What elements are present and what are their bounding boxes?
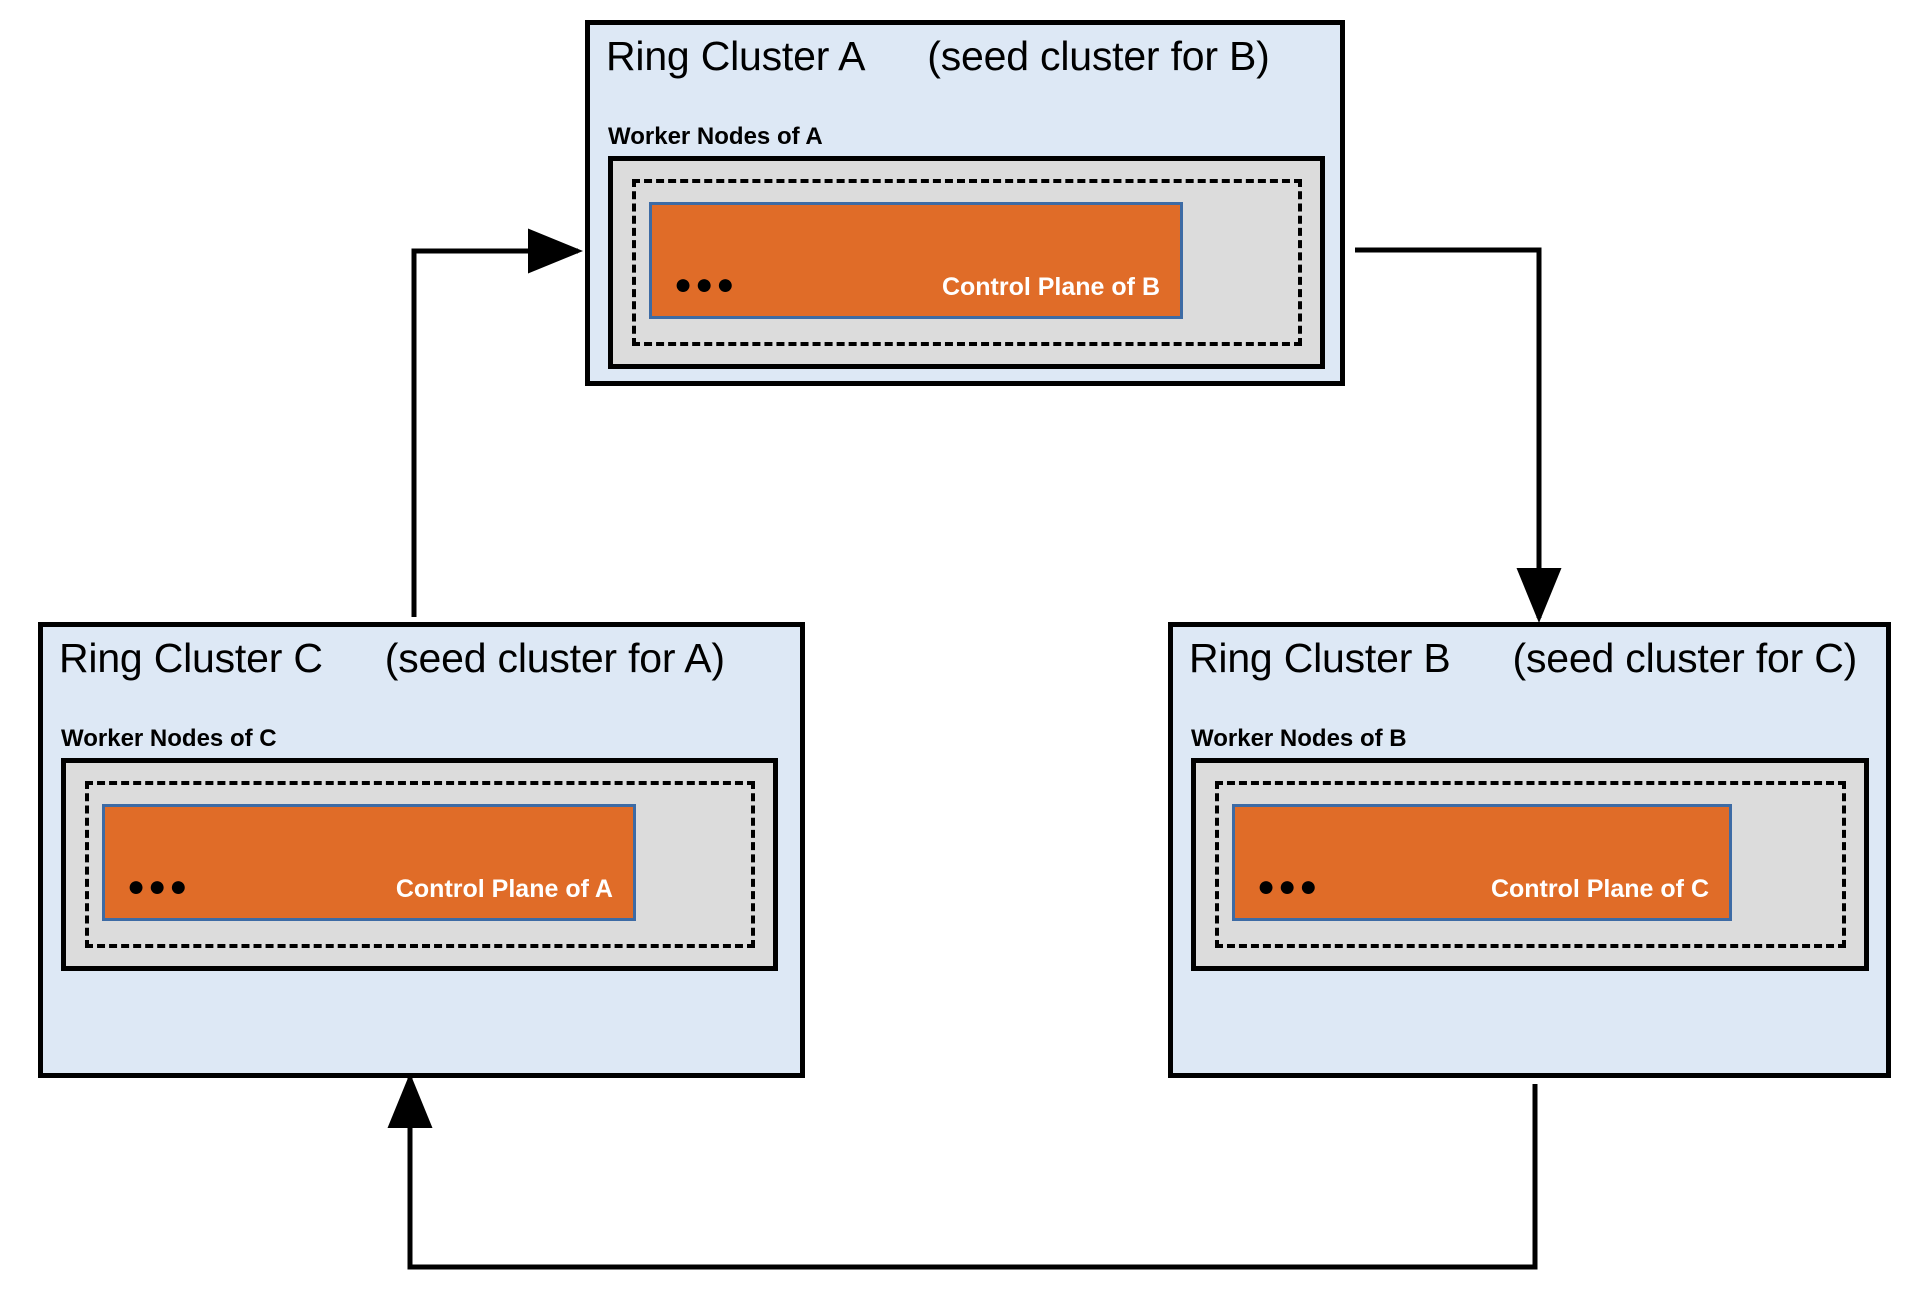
arrow-a-to-b	[1355, 247, 1562, 623]
cluster-c-worker-box: ●●● Control Plane of A	[61, 758, 778, 971]
cluster-c[interactable]: Ring Cluster C (seed cluster for A) Worke…	[38, 622, 805, 1078]
cluster-a-name: Ring Cluster A	[606, 33, 866, 79]
cluster-b-seed-note: (seed cluster for C)	[1512, 635, 1858, 681]
cluster-a-seed-note: (seed cluster for B)	[927, 33, 1270, 79]
cluster-b-name: Ring Cluster B	[1189, 635, 1451, 681]
cluster-c-name: Ring Cluster C	[59, 635, 323, 681]
cluster-b-control-plane[interactable]: ●●● Control Plane of C	[1232, 804, 1732, 921]
cluster-a-title: Ring Cluster A (seed cluster for B)	[606, 33, 1270, 80]
cluster-c-worker-label: Worker Nodes of C	[61, 725, 277, 752]
cluster-b-title: Ring Cluster B (seed cluster for C)	[1189, 635, 1857, 682]
cluster-c-ellipsis-icon: ●●●	[127, 870, 191, 903]
cluster-a-worker-label: Worker Nodes of A	[608, 123, 823, 150]
cluster-b-worker-label: Worker Nodes of B	[1191, 725, 1407, 752]
cluster-b-worker-box: ●●● Control Plane of C	[1191, 758, 1869, 971]
cluster-c-control-plane-label: Control Plane of A	[395, 875, 613, 903]
cluster-c-title: Ring Cluster C (seed cluster for A)	[59, 635, 725, 682]
cluster-b-ellipsis-icon: ●●●	[1257, 870, 1321, 903]
cluster-a[interactable]: Ring Cluster A (seed cluster for B) Worke…	[585, 20, 1345, 386]
cluster-c-seed-note: (seed cluster for A)	[384, 635, 725, 681]
arrow-b-to-c	[387, 1073, 1538, 1270]
arrow-c-to-a	[411, 228, 583, 617]
cluster-a-control-plane-label: Control Plane of B	[941, 273, 1160, 301]
cluster-a-node-boundary	[632, 179, 1302, 346]
cluster-b[interactable]: Ring Cluster B (seed cluster for C) Worke…	[1168, 622, 1891, 1078]
cluster-c-node-boundary	[85, 781, 755, 948]
cluster-a-ellipsis-icon: ●●●	[674, 268, 738, 301]
cluster-b-node-boundary	[1215, 781, 1846, 948]
cluster-a-worker-box: ●●● Control Plane of B	[608, 156, 1325, 369]
cluster-a-control-plane[interactable]: ●●● Control Plane of B	[649, 202, 1183, 319]
cluster-c-control-plane[interactable]: ●●● Control Plane of A	[102, 804, 636, 921]
cluster-b-control-plane-label: Control Plane of C	[1490, 875, 1709, 903]
